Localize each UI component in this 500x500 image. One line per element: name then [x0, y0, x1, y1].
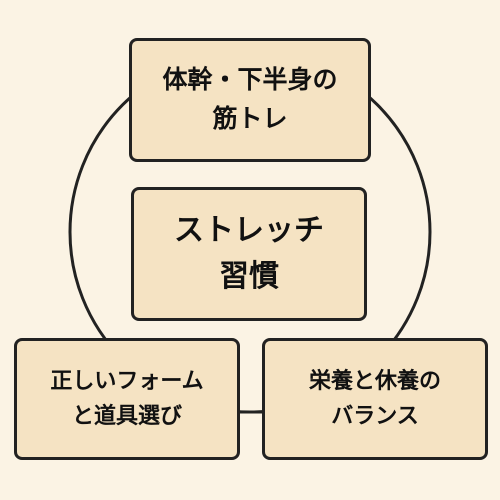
node-nutrition-and-rest: 栄養と休養の バランス	[262, 338, 488, 460]
node-strength-training-line1: 体幹・下半身の	[162, 65, 338, 95]
node-strength-training-line2: 筋トレ	[212, 104, 288, 133]
node-form-and-equipment: 正しいフォーム と道具選び	[14, 338, 240, 460]
center-node-line1: ストレッチ	[174, 212, 324, 248]
center-node-line2: 習慣	[219, 259, 279, 294]
node-form-and-equipment-line2: と道具選び	[71, 404, 182, 429]
node-nutrition-and-rest-line2: バランス	[331, 404, 419, 429]
center-node-stretching-habit: ストレッチ 習慣	[131, 187, 367, 321]
node-form-and-equipment-line1: 正しいフォーム	[50, 368, 204, 394]
node-strength-training: 体幹・下半身の 筋トレ	[129, 38, 371, 162]
node-nutrition-and-rest-line1: 栄養と休養の	[308, 368, 441, 394]
